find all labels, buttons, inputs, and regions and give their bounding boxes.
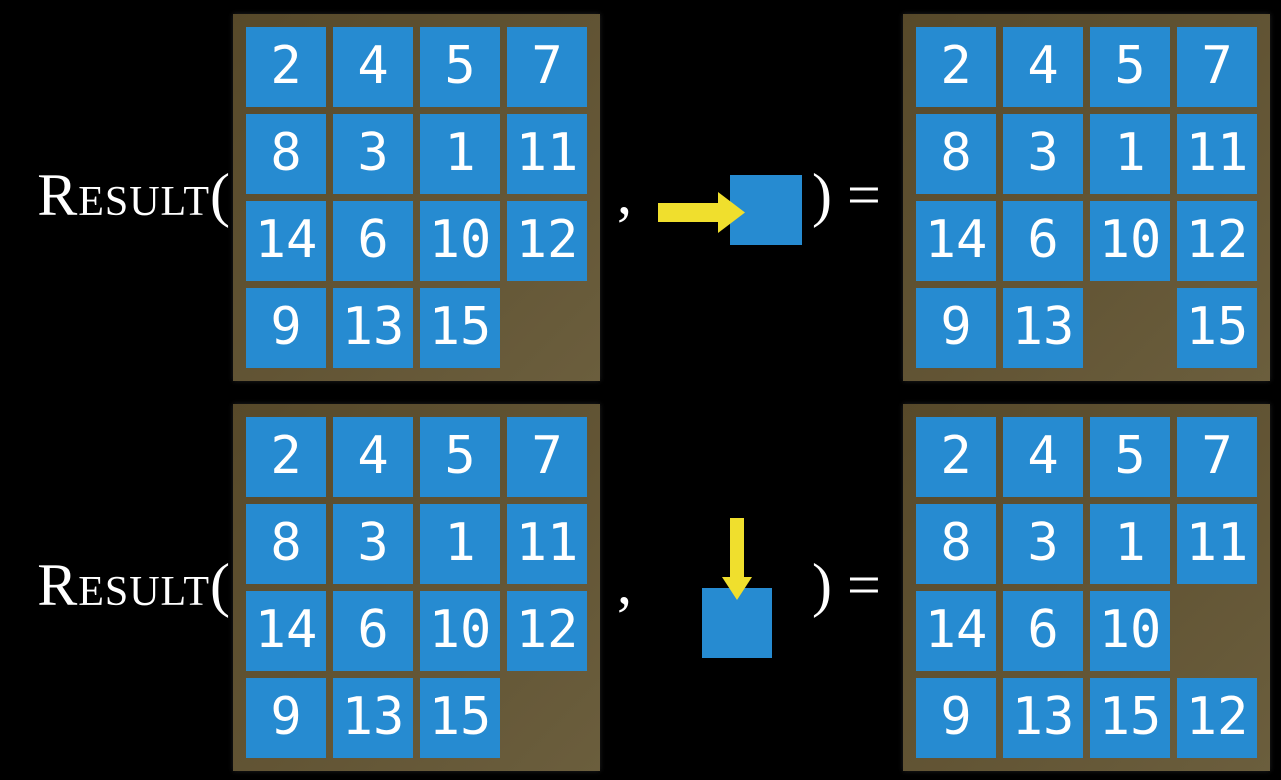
puzzle-tile: 5 — [1090, 27, 1170, 107]
puzzle-tile: 15 — [420, 288, 500, 368]
puzzle-tile: 11 — [1177, 504, 1257, 584]
puzzle-tile: 7 — [507, 27, 587, 107]
empty-cell — [1177, 591, 1257, 671]
puzzle-tile: 8 — [916, 504, 996, 584]
puzzle-tile: 3 — [1003, 114, 1083, 194]
puzzle-tile: 14 — [916, 591, 996, 671]
puzzle-tile: 4 — [333, 27, 413, 107]
comma-separator: , — [617, 550, 632, 616]
comma-separator: , — [617, 160, 632, 226]
puzzle-tile: 10 — [1090, 591, 1170, 671]
puzzle-tile: 3 — [333, 114, 413, 194]
puzzle-tile: 4 — [1003, 27, 1083, 107]
puzzle-tile: 11 — [507, 504, 587, 584]
puzzle-tile: 10 — [420, 591, 500, 671]
puzzle-tile: 5 — [420, 27, 500, 107]
puzzle-tile: 6 — [1003, 201, 1083, 281]
empty-cell — [507, 678, 587, 758]
close-paren-equals: ) = — [812, 551, 881, 618]
puzzle-tile: 12 — [507, 591, 587, 671]
puzzle-tile: 12 — [1177, 678, 1257, 758]
puzzle-tile: 7 — [1177, 27, 1257, 107]
result-function-label: Result( — [37, 161, 231, 228]
puzzle-tile: 2 — [246, 417, 326, 497]
puzzle-tile: 7 — [1177, 417, 1257, 497]
empty-cell — [1090, 288, 1170, 368]
puzzle-tile: 15 — [1090, 678, 1170, 758]
puzzle-tile: 14 — [246, 201, 326, 281]
puzzle-tile: 5 — [420, 417, 500, 497]
puzzle-tile: 9 — [916, 288, 996, 368]
result-function-label: Result( — [37, 551, 231, 618]
puzzle-tile: 8 — [916, 114, 996, 194]
empty-cell — [507, 288, 587, 368]
puzzle-tile: 8 — [246, 114, 326, 194]
puzzle-tile: 6 — [333, 201, 413, 281]
puzzle-tile: 13 — [333, 678, 413, 758]
right-arrow-icon — [658, 192, 745, 233]
puzzle-tile: 10 — [420, 201, 500, 281]
puzzle-tile: 9 — [246, 288, 326, 368]
puzzle-tile: 11 — [1177, 114, 1257, 194]
puzzle-tile: 6 — [1003, 591, 1083, 671]
puzzle-tile: 2 — [246, 27, 326, 107]
puzzle-tile: 3 — [333, 504, 413, 584]
puzzle-tile: 5 — [1090, 417, 1170, 497]
puzzle-tile: 13 — [333, 288, 413, 368]
puzzle-tile: 6 — [333, 591, 413, 671]
puzzle-tile: 9 — [916, 678, 996, 758]
puzzle-tile: 15 — [1177, 288, 1257, 368]
action-move-right — [656, 175, 802, 245]
action-move-down — [702, 518, 772, 663]
action-tile — [730, 175, 802, 245]
puzzle-tile: 7 — [507, 417, 587, 497]
puzzle-tile: 4 — [333, 417, 413, 497]
puzzle-tile: 8 — [246, 504, 326, 584]
puzzle-tile: 11 — [507, 114, 587, 194]
puzzle-tile: 14 — [246, 591, 326, 671]
puzzle-tile: 3 — [1003, 504, 1083, 584]
puzzle-tile: 14 — [916, 201, 996, 281]
puzzle-tile: 1 — [420, 504, 500, 584]
puzzle-tile: 13 — [1003, 288, 1083, 368]
puzzle-tile: 10 — [1090, 201, 1170, 281]
down-arrow-icon — [722, 518, 752, 600]
puzzle-tile: 2 — [916, 27, 996, 107]
puzzle-tile: 12 — [507, 201, 587, 281]
close-paren-equals: ) = — [812, 161, 881, 228]
puzzle-tile: 15 — [420, 678, 500, 758]
puzzle-tile: 4 — [1003, 417, 1083, 497]
puzzle-tile: 13 — [1003, 678, 1083, 758]
puzzle-tile: 2 — [916, 417, 996, 497]
puzzle-tile: 1 — [1090, 114, 1170, 194]
puzzle-tile: 1 — [1090, 504, 1170, 584]
puzzle-tile: 1 — [420, 114, 500, 194]
puzzle-tile: 12 — [1177, 201, 1257, 281]
puzzle-tile: 9 — [246, 678, 326, 758]
